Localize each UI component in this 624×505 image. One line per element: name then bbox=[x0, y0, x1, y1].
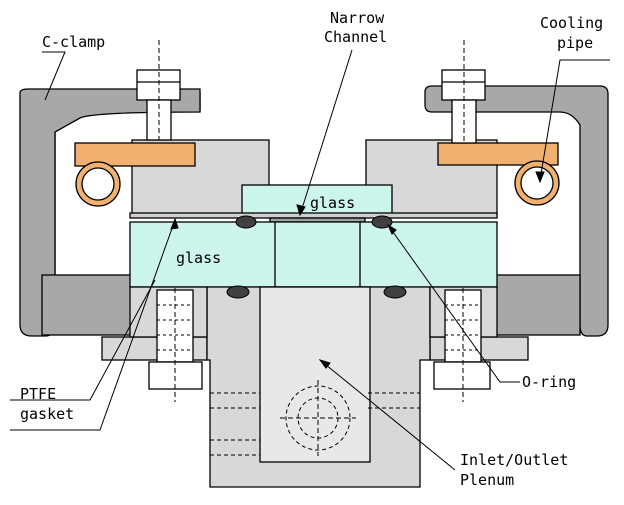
label-plenum-1: Inlet/Outlet bbox=[460, 451, 568, 469]
label-c-clamp: C-clamp bbox=[42, 33, 105, 51]
left-top-bolt bbox=[136, 40, 181, 141]
right-top-bolt bbox=[441, 40, 486, 144]
label-ptfe: PTFE bbox=[20, 385, 56, 403]
o-rings bbox=[226, 215, 407, 299]
label-plenum-2: Plenum bbox=[460, 471, 514, 489]
label-gasket: gasket bbox=[20, 405, 74, 423]
left-cooling-pipe bbox=[75, 161, 121, 207]
label-cooling-pipe-1: Cooling bbox=[540, 14, 603, 32]
plenum-port bbox=[280, 380, 356, 456]
left-bottom-bolt bbox=[148, 288, 203, 402]
label-o-ring: O-ring bbox=[522, 373, 576, 391]
ptfe-gasket-layer bbox=[129, 212, 498, 223]
label-narrow-channel-1: Narrow bbox=[330, 9, 385, 27]
port-hidden-lines bbox=[210, 392, 420, 456]
label-glass-top: glass bbox=[310, 194, 355, 212]
right-bottom-bolt bbox=[433, 288, 491, 402]
leader-lines bbox=[10, 49, 610, 471]
right-copper-plate bbox=[437, 142, 559, 166]
left-copper-plate bbox=[74, 142, 196, 167]
top-glass-plate bbox=[241, 184, 393, 216]
label-narrow-channel-2: Channel bbox=[324, 28, 387, 46]
label-glass-bottom: glass bbox=[176, 249, 221, 267]
label-cooling-pipe-2: pipe bbox=[557, 34, 593, 52]
right-cooling-pipe bbox=[514, 160, 560, 206]
